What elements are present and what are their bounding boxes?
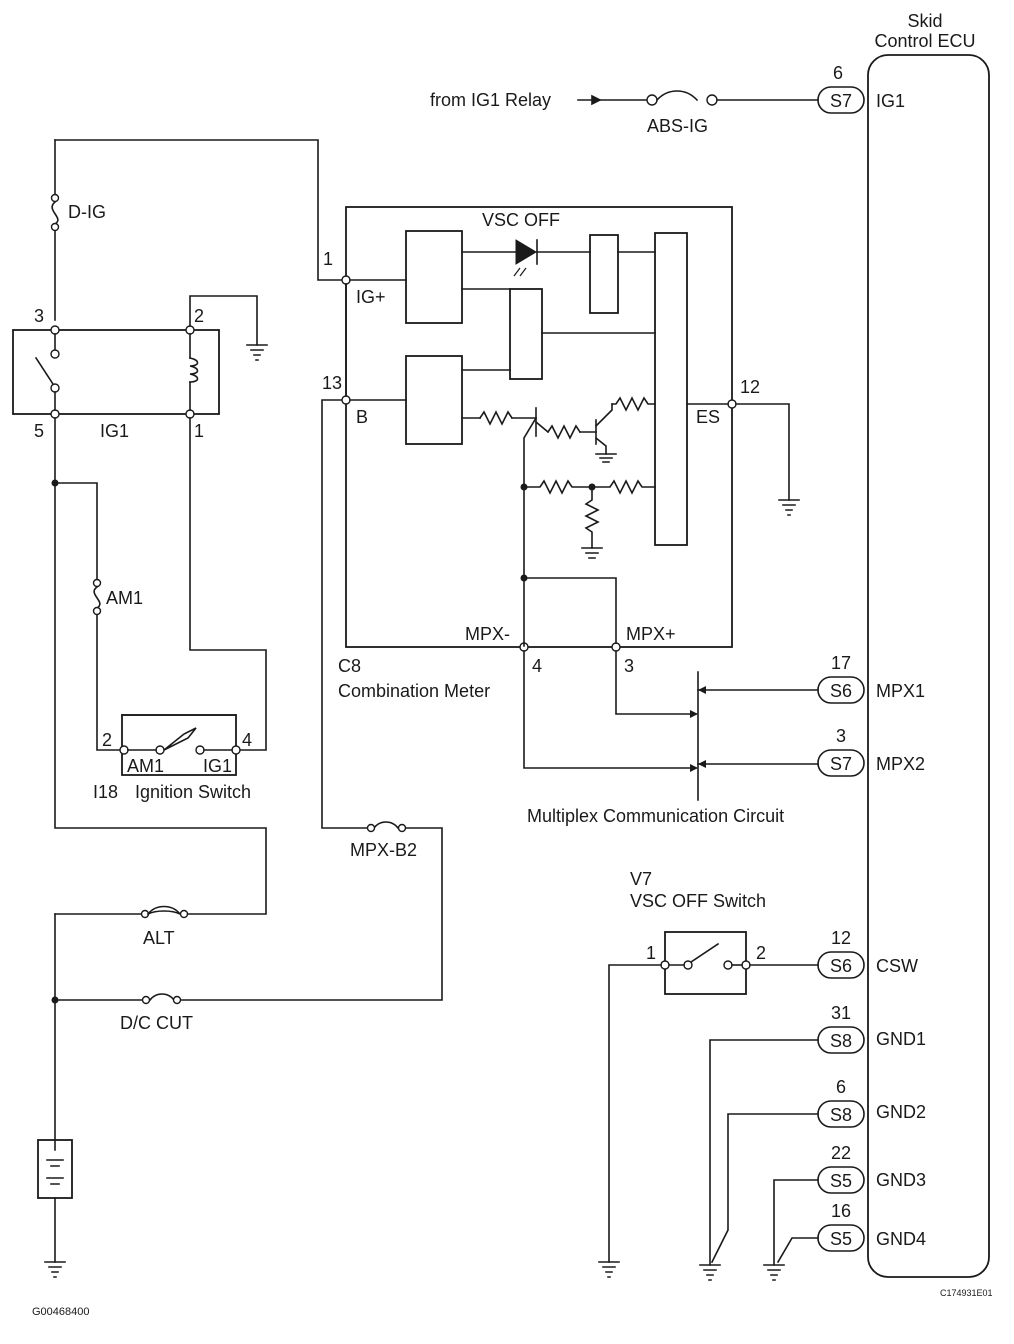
vsc-off-led-label: VSC OFF bbox=[482, 210, 560, 230]
ecu-pin-gnd1: S8 31 GND1 bbox=[817, 1003, 926, 1054]
svg-text:12: 12 bbox=[740, 377, 760, 397]
svg-text:AM1: AM1 bbox=[106, 588, 143, 608]
alt-fuse: ALT bbox=[54, 905, 189, 948]
svg-text:4: 4 bbox=[242, 730, 252, 750]
svg-text:ES: ES bbox=[696, 407, 720, 427]
ecu-pin-gnd4: S5 16 GND4 bbox=[817, 1201, 926, 1252]
svg-text:5: 5 bbox=[34, 421, 44, 441]
svg-text:S8: S8 bbox=[830, 1105, 852, 1125]
ecu-title-line1: Skid bbox=[907, 11, 942, 31]
battery-icon bbox=[37, 1139, 73, 1263]
svg-text:MPX+: MPX+ bbox=[626, 624, 676, 644]
svg-text:MPX2: MPX2 bbox=[876, 754, 925, 774]
from-ig1-relay-label: from IG1 Relay bbox=[430, 90, 551, 110]
svg-text:2: 2 bbox=[194, 306, 204, 326]
ecu-ground-lines bbox=[699, 1039, 819, 1281]
ecu-pin-mpx2: S7 3 MPX2 bbox=[817, 726, 925, 777]
ignition-switch: 2 4 AM1 IG1 I18 Ignition Switch bbox=[93, 714, 252, 802]
svg-text:3: 3 bbox=[34, 306, 44, 326]
skid-control-ecu: Skid Control ECU bbox=[867, 11, 990, 1278]
svg-text:6: 6 bbox=[833, 63, 843, 83]
svg-text:16: 16 bbox=[831, 1201, 851, 1221]
svg-text:3: 3 bbox=[624, 656, 634, 676]
multiplex-label: Multiplex Communication Circuit bbox=[527, 806, 784, 826]
svg-text:ALT: ALT bbox=[143, 928, 175, 948]
svg-text:12: 12 bbox=[831, 928, 851, 948]
ecu-pin-ig1: S7 6 IG1 bbox=[817, 63, 905, 114]
vsc-switch-code: V7 bbox=[630, 869, 652, 889]
abs-ig-fuse-icon bbox=[655, 90, 699, 102]
ignition-switch-code: I18 bbox=[93, 782, 118, 802]
svg-text:1: 1 bbox=[323, 249, 333, 269]
svg-text:MPX1: MPX1 bbox=[876, 681, 925, 701]
svg-text:17: 17 bbox=[831, 653, 851, 673]
ig1-relay-label: IG1 bbox=[100, 421, 129, 441]
ecu-pin-mpx1: S6 17 MPX1 bbox=[817, 653, 925, 704]
resistor-icon bbox=[478, 410, 514, 426]
ignition-switch-name: Ignition Switch bbox=[135, 782, 251, 802]
svg-text:1: 1 bbox=[646, 943, 656, 963]
svg-text:13: 13 bbox=[322, 373, 342, 393]
vsc-off-switch: V7 VSC OFF Switch 1 2 bbox=[598, 869, 819, 1278]
svg-text:MPX-B2: MPX-B2 bbox=[350, 840, 417, 860]
svg-text:S5: S5 bbox=[830, 1229, 852, 1249]
am1-fuse-icon bbox=[93, 585, 101, 610]
svg-text:GND1: GND1 bbox=[876, 1029, 926, 1049]
svg-text:CSW: CSW bbox=[876, 956, 918, 976]
relay-coil-icon bbox=[189, 357, 199, 383]
mpx-b2-fuse-icon bbox=[372, 821, 400, 830]
ecu-pin-csw: S6 12 CSW bbox=[817, 928, 918, 979]
svg-text:2: 2 bbox=[102, 730, 112, 750]
resistor-icon bbox=[546, 424, 582, 440]
svg-text:IG1: IG1 bbox=[876, 91, 905, 111]
svg-text:GND2: GND2 bbox=[876, 1102, 926, 1122]
svg-text:2: 2 bbox=[756, 943, 766, 963]
svg-text:6: 6 bbox=[836, 1077, 846, 1097]
ecu-title-line2: Control ECU bbox=[874, 31, 975, 51]
d-ig-circuit: D-IG bbox=[50, 139, 347, 321]
meter-code: C8 bbox=[338, 656, 361, 676]
combination-meter: 1 13 12 4 3 IG+ B ES MPX- MPX+ C8 Combin… bbox=[322, 206, 800, 701]
mpx-b2-fuse: MPX-B2 bbox=[321, 399, 417, 860]
ecu-pin-gnd2: S8 6 GND2 bbox=[817, 1077, 926, 1128]
svg-text:3: 3 bbox=[836, 726, 846, 746]
svg-text:MPX-: MPX- bbox=[465, 624, 510, 644]
d-ig-label: D-IG bbox=[68, 202, 106, 222]
svg-text:IG1: IG1 bbox=[203, 756, 232, 776]
svg-text:31: 31 bbox=[831, 1003, 851, 1023]
figure-code-right: C174931E01 bbox=[940, 1288, 993, 1298]
svg-text:S7: S7 bbox=[830, 91, 852, 111]
svg-text:1: 1 bbox=[194, 421, 204, 441]
alt-fuse-icon bbox=[146, 905, 181, 916]
svg-text:22: 22 bbox=[831, 1143, 851, 1163]
meter-name: Combination Meter bbox=[338, 681, 490, 701]
svg-text:GND3: GND3 bbox=[876, 1170, 926, 1190]
svg-text:S5: S5 bbox=[830, 1171, 852, 1191]
svg-text:4: 4 bbox=[532, 656, 542, 676]
dc-cut-fuse: D/C CUT bbox=[54, 827, 443, 1033]
vsc-switch-name: VSC OFF Switch bbox=[630, 891, 766, 911]
ground-icon bbox=[246, 344, 268, 361]
svg-text:AM1: AM1 bbox=[127, 756, 164, 776]
ecu-pin-gnd3: S5 22 GND3 bbox=[817, 1143, 926, 1194]
svg-text:S6: S6 bbox=[830, 681, 852, 701]
dc-cut-fuse-icon bbox=[148, 993, 176, 1002]
svg-text:S7: S7 bbox=[830, 754, 852, 774]
d-ig-fuse-icon bbox=[51, 200, 59, 226]
abs-ig-label: ABS-IG bbox=[647, 116, 708, 136]
abs-ig-circuit: from IG1 Relay ABS-IG bbox=[430, 90, 819, 136]
vsc-off-led-icon bbox=[515, 239, 537, 265]
figure-code-left: G00468400 bbox=[32, 1306, 90, 1318]
ig1-relay: 3 2 5 1 IG1 bbox=[12, 306, 220, 441]
multiplex-circuit: Multiplex Communication Circuit bbox=[523, 650, 819, 826]
svg-text:S8: S8 bbox=[830, 1031, 852, 1051]
svg-text:D/C CUT: D/C CUT bbox=[120, 1013, 193, 1033]
svg-text:B: B bbox=[356, 407, 368, 427]
svg-text:IG+: IG+ bbox=[356, 287, 386, 307]
ground-icon bbox=[44, 1261, 66, 1278]
svg-text:S6: S6 bbox=[830, 956, 852, 976]
svg-text:GND4: GND4 bbox=[876, 1229, 926, 1249]
am1-fuse: AM1 bbox=[92, 578, 143, 616]
